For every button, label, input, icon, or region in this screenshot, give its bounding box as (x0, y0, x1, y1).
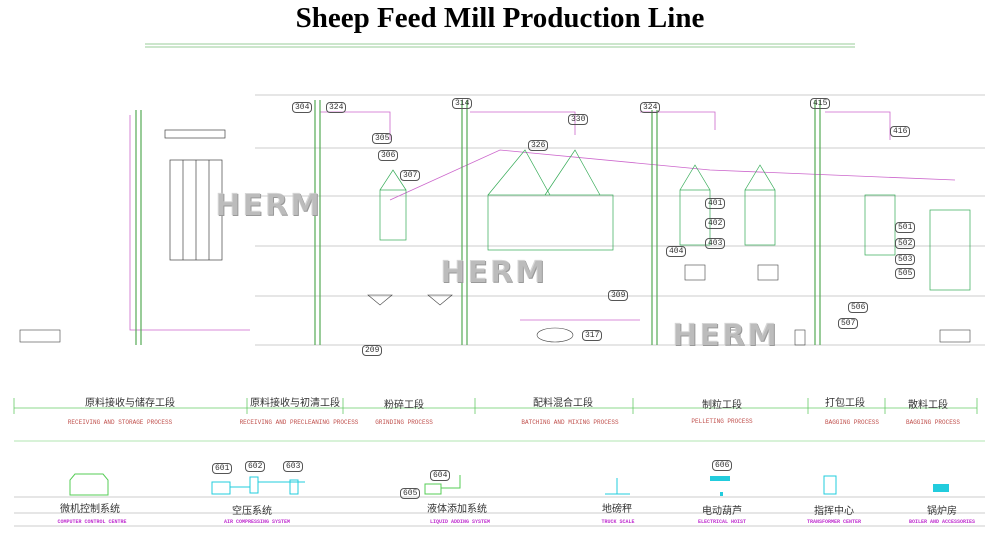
storage-silos (164, 129, 226, 261)
equipment-tag: 401 (705, 198, 726, 209)
section-label-en: GRINDING PROCESS (375, 419, 433, 426)
equipment-tag: 601 (212, 463, 233, 474)
aux-label-en: BOILER AND ACCESSORIES (908, 519, 976, 525)
computer-control-icon (69, 473, 109, 496)
equipment-tag: 605 (400, 488, 421, 499)
aux-label-en: LIQUID ADDING SYSTEM (429, 519, 491, 525)
air-compressor-icon (211, 476, 305, 495)
section-label-cn: 打包工段 (825, 398, 865, 409)
equipment-tag: 404 (666, 246, 687, 257)
liquid-adding-icon (424, 475, 461, 495)
aux-label-cn: 指挥中心 (814, 506, 854, 517)
equipment-tag: 305 (372, 133, 393, 144)
equipment-tag: 602 (245, 461, 266, 472)
section-divider (13, 398, 985, 442)
equipment-tag: 324 (640, 102, 661, 113)
floor-levels (255, 94, 985, 346)
machines (19, 264, 971, 346)
section-label-en: BAGGING PROCESS (824, 419, 880, 426)
equipment-tag: 314 (452, 98, 473, 109)
equipment-tag: 326 (528, 140, 549, 151)
transformer-icon (823, 475, 837, 495)
equipment-tag: 306 (378, 150, 399, 161)
auxiliary-lines (14, 496, 985, 527)
aux-label-cn: 空压系统 (232, 506, 272, 517)
grinding-bins (379, 149, 971, 291)
section-label-cn: 配料混合工段 (533, 398, 593, 409)
equipment-tag: 307 (400, 170, 421, 181)
aux-label-cn: 液体添加系统 (427, 504, 487, 515)
equipment-tag: 402 (705, 218, 726, 229)
equipment-tag: 209 (362, 345, 383, 356)
aux-label-en: COMPUTER CONTROL CENTRE (57, 519, 127, 525)
section-label-cn: 原料接收与储存工段 (85, 398, 175, 409)
equipment-tag: 505 (895, 268, 916, 279)
aux-label-en: TRUCK SCALE (601, 519, 635, 525)
aux-label-en: AIR COMPRESSING SYSTEM (223, 519, 291, 525)
equipment-tag: 604 (430, 470, 451, 481)
section-label-cn: 散料工段 (908, 400, 948, 411)
equipment-tag: 324 (326, 102, 347, 113)
equipment-tag: 606 (712, 460, 733, 471)
equipment-tag: 503 (895, 254, 916, 265)
boiler-icon (933, 484, 949, 492)
aux-label-cn: 电动葫芦 (702, 506, 742, 517)
section-label-cn: 原料接收与初清工段 (250, 398, 340, 409)
equipment-tag: 330 (568, 114, 589, 125)
section-label-en: PELLETING PROCESS (691, 418, 753, 425)
section-label-cn: 制粒工段 (702, 400, 742, 411)
truck-scale-icon (605, 478, 630, 495)
equipment-tag: 416 (890, 126, 911, 137)
equipment-tag: 603 (283, 461, 304, 472)
watermark-logo: HERM (672, 318, 779, 353)
section-label-en: BATCHING AND MIXING PROCESS (521, 419, 619, 426)
aux-label-cn: 微机控制系统 (60, 504, 120, 515)
equipment-tag: 317 (582, 330, 603, 341)
section-label-en: RECEIVING AND STORAGE PROCESS (67, 419, 173, 426)
equipment-tag: 309 (608, 290, 629, 301)
equipment-tag: 506 (848, 302, 869, 313)
aux-label-cn: 地磅秤 (602, 504, 632, 515)
equipment-tag: 502 (895, 238, 916, 249)
bucket-elevators (135, 100, 821, 345)
equipment-tag: 507 (838, 318, 859, 329)
equipment-tag: 501 (895, 222, 916, 233)
watermark-logo: HERM (440, 255, 547, 290)
equipment-tag: 403 (705, 238, 726, 249)
aux-label-en: ELECTRICAL HOIST (697, 519, 747, 525)
section-label-cn: 粉碎工段 (384, 400, 424, 411)
electric-hoist-icon (710, 476, 730, 496)
section-label-en: RECEIVING AND PRECLEANING PROCESS (239, 419, 359, 426)
section-label-en: BAGGING PROCESS (905, 419, 961, 426)
page-title: Sheep Feed Mill Production Line (295, 2, 705, 34)
equipment-tag: 415 (810, 98, 831, 109)
aux-label-cn: 锅炉房 (927, 506, 957, 517)
equipment-tag: 304 (292, 102, 313, 113)
watermark-logo: HERM (215, 188, 322, 223)
aux-label-en: TRANSFORMER CENTER (806, 519, 862, 525)
